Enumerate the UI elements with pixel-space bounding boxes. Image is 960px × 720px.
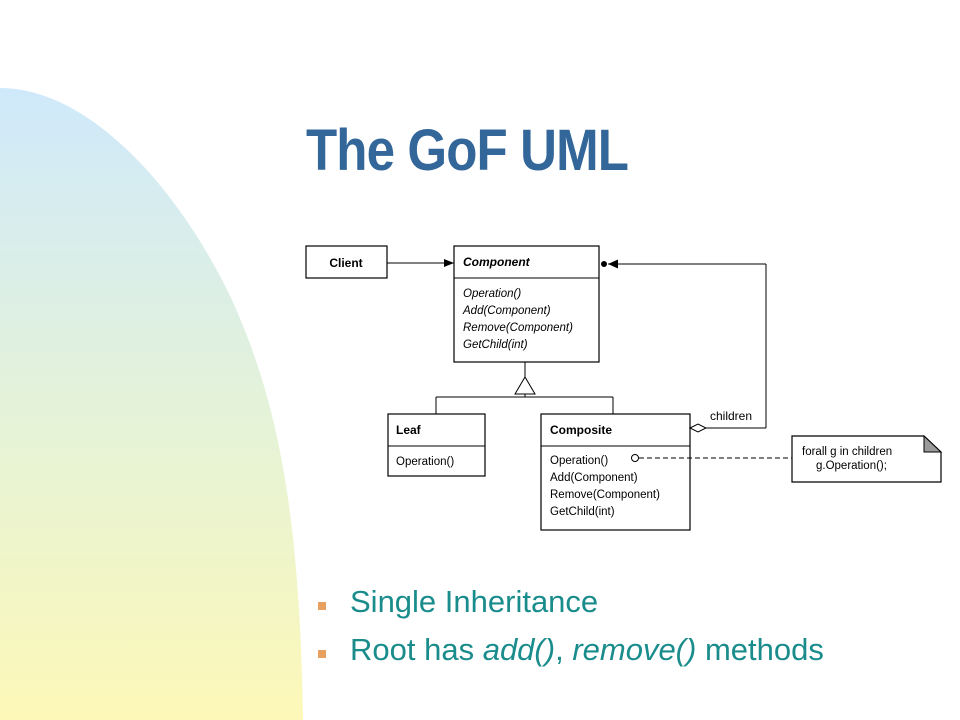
bullet-text-separator: , <box>555 632 573 667</box>
note-connector <box>631 454 792 462</box>
composite-class-name: Composite <box>550 423 612 437</box>
bullet-list: Single Inheritance Root has add(), remov… <box>318 578 824 674</box>
composite-class: Composite Operation() Add(Component) Rem… <box>540 413 691 531</box>
composite-operation: Operation() <box>550 455 608 467</box>
leaf-class-name: Leaf <box>396 423 422 437</box>
composite-operation: Remove(Component) <box>550 489 660 501</box>
note-line-2: g.Operation(); <box>816 460 887 472</box>
bullet-square-icon <box>318 602 326 610</box>
method-add: add() <box>482 632 556 667</box>
bullet-item: Root has add(), remove() methods <box>318 626 824 674</box>
bullet-text-prefix: Root has <box>350 632 483 667</box>
implementation-note: forall g in children g.Operation(); <box>791 434 943 483</box>
note-line-1: forall g in children <box>802 446 892 458</box>
inheritance-generalization <box>435 362 614 414</box>
children-label: children <box>710 409 752 423</box>
composite-operation: GetChild(int) <box>550 506 615 518</box>
component-operation: Add(Component) <box>462 305 551 317</box>
component-operation: Operation() <box>463 288 521 300</box>
bullet-text: Single Inheritance <box>350 584 599 619</box>
background-gradient-shape <box>0 88 303 720</box>
component-operation: GetChild(int) <box>463 339 528 351</box>
bullet-text: Root has add(), remove() methods <box>350 632 824 668</box>
method-remove: remove() <box>572 632 697 667</box>
leaf-operation: Operation() <box>396 456 454 468</box>
composite-operation: Add(Component) <box>550 472 638 484</box>
bullet-square-icon <box>318 650 326 658</box>
client-class-name: Client <box>329 256 362 270</box>
bullet-item: Single Inheritance <box>318 578 824 626</box>
leaf-class: Leaf Operation() <box>387 413 486 477</box>
children-aggregation: children <box>601 259 767 433</box>
component-operation: Remove(Component) <box>463 322 573 334</box>
slide-title: The GoF UML <box>306 118 629 183</box>
client-class: Client <box>305 245 388 279</box>
component-class-name: Component <box>463 255 531 269</box>
bullet-text-suffix: methods <box>696 632 824 667</box>
component-class: Component Operation() Add(Component) Rem… <box>453 245 600 363</box>
